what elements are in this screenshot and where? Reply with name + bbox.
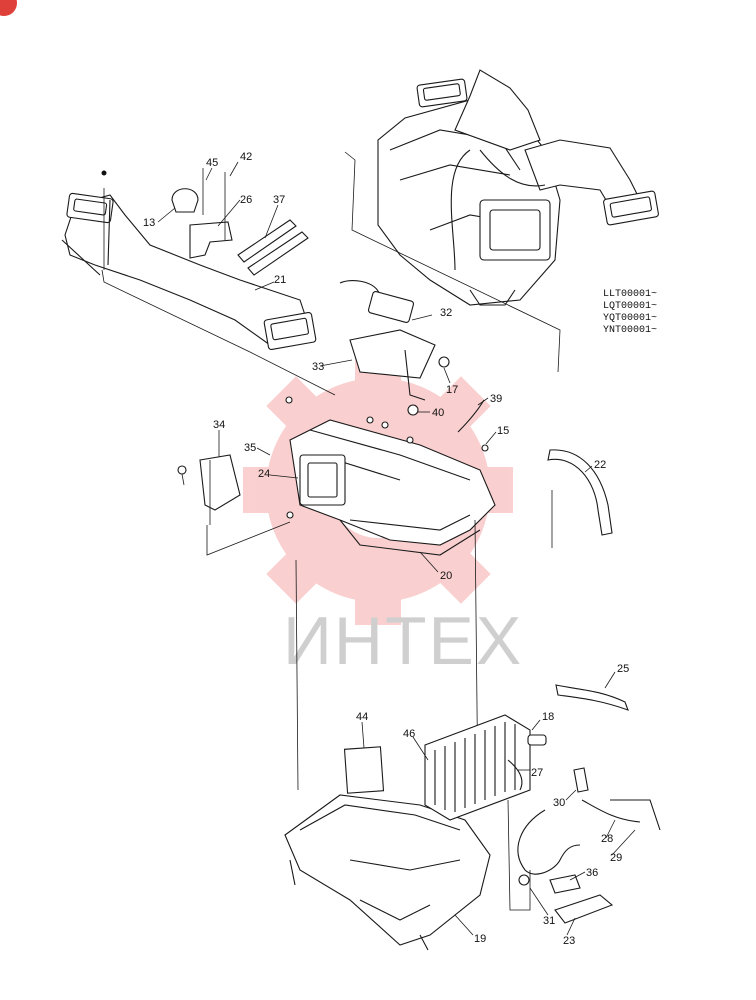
watermark-text: ИНТЕХ [283,603,523,679]
serial-line-1: LLT00001~ [603,289,657,300]
callout-35: 35 [244,442,256,454]
clip-13-illustration [171,188,199,213]
sensor-32-illustration [367,291,415,323]
callout-36: 36 [586,867,598,879]
clamp-36-illustration [549,874,581,894]
callout-13: 13 [143,217,155,229]
callout-15: 15 [497,425,509,437]
callout-37: 37 [273,194,285,206]
callout-45: 45 [206,157,218,169]
callout-25: 25 [617,663,629,675]
callout-33: 33 [312,361,324,373]
callout-30: 30 [553,797,565,809]
callout-22: 22 [594,459,606,471]
callout-28: 28 [601,833,613,845]
seal-25-illustration [555,684,629,711]
callout-23: 23 [563,935,575,947]
pad-44-illustration [343,746,385,794]
callout-32: 32 [440,307,452,319]
hose-22-illustration [547,449,613,536]
duct-21-illustration [61,192,317,351]
callout-29: 29 [610,852,622,864]
callout-46: 46 [403,728,415,740]
sensor-wire-31-illustration [517,809,581,875]
callout-27: 27 [531,767,543,779]
callout-39: 39 [490,393,502,405]
serial-line-3: YQT00001~ [603,313,657,324]
leader-lines [157,161,636,936]
screws-illustration [177,396,489,519]
callout-31: 31 [543,915,555,927]
callout-18: 18 [542,711,554,723]
assembled-unit-illustration [377,69,659,306]
pad-23-illustration [554,894,614,924]
sensor-28-illustration [581,799,641,823]
callout-labels: 45 42 13 26 37 21 32 33 17 40 39 15 34 3… [143,151,629,947]
hose-39-illustration [457,399,485,433]
lower-case-19-illustration [284,794,491,951]
callout-24: 24 [258,468,270,480]
callout-21: 21 [274,274,286,286]
callout-17: 17 [446,384,458,396]
callout-34: 34 [213,419,225,431]
callout-19: 19 [474,933,486,945]
bracket-30-illustration [573,767,589,793]
callout-40: 40 [432,407,444,419]
tie-37-illustration [237,219,297,263]
bracket-26-illustration [189,221,233,259]
case-20-illustration [289,419,496,556]
callout-20: 20 [440,570,452,582]
callout-42: 42 [240,151,252,163]
corner-badge-icon [0,0,17,16]
evaporator-46-illustration [424,714,547,821]
serial-line-4: YNT00001~ [603,325,657,336]
serial-applicability: LLT00001~ LQT00001~ YQT00001~ YNT00001~ [603,289,657,336]
bracket-34-illustration [199,454,241,511]
callout-44: 44 [356,711,368,723]
bracket-33-illustration [349,329,436,379]
serial-line-2: LQT00001~ [603,301,657,312]
callout-26: 26 [240,194,252,206]
